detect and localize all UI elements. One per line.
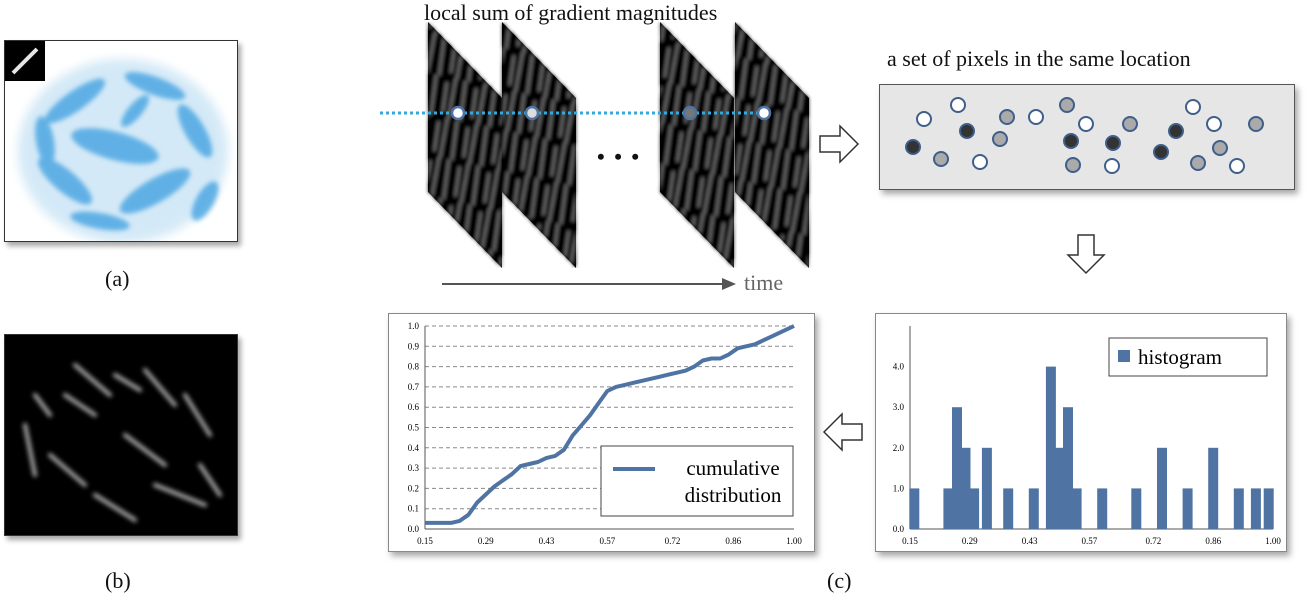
cdf-y-tick-label: 0.2 <box>408 483 419 493</box>
hist-bar <box>909 488 920 529</box>
cdf-x-tick-label: 0.57 <box>599 536 615 546</box>
hist-bar <box>981 447 992 529</box>
gradient-image-thumbnail <box>4 334 238 536</box>
hist-x-tick-label: 0.72 <box>1146 536 1162 546</box>
histogram-chart: 0.0 1.0 2.0 3.0 4.0 0.15 0.29 0.43 0.57 0.72 0.86… <box>893 326 1281 546</box>
cdf-x-tick-labels: 0.15 0.29 0.43 0.57 0.72 0.86 1.00 <box>417 536 802 546</box>
cdf-y-tick-label: 0.5 <box>408 423 420 433</box>
cdf-y-tick-label: 0.4 <box>408 443 420 453</box>
cdf-x-tick-label: 1.00 <box>786 536 802 546</box>
label-c: (c) <box>827 568 852 593</box>
time-label: time <box>744 270 784 295</box>
cdf-y-tick-label: 1.0 <box>408 321 420 331</box>
cdf-x-tick-label: 0.15 <box>417 536 433 546</box>
cdf-legend: cumulative distribution <box>600 445 794 517</box>
frame-3 <box>660 22 734 268</box>
hist-legend-swatch <box>1118 350 1130 362</box>
cdf-y-tick-label: 0.9 <box>408 341 420 351</box>
hist-y-tick-label: 3.0 <box>893 402 905 412</box>
cdf-x-tick-label: 0.86 <box>725 536 741 546</box>
hist-legend: histogram <box>1108 337 1268 377</box>
hist-x-tick-label: 0.43 <box>1022 536 1038 546</box>
hist-bar <box>1063 407 1073 529</box>
hist-x-tick-label: 0.57 <box>1081 536 1097 546</box>
hist-bar <box>969 488 980 529</box>
hollow-arrow-right-icon <box>819 124 860 164</box>
cdf-y-tick-label: 0.0 <box>408 524 420 534</box>
hist-bar <box>1054 447 1065 529</box>
hist-y-tick-label: 1.0 <box>893 483 905 493</box>
cdf-y-tick-label: 0.8 <box>408 362 420 372</box>
hist-bar <box>1045 366 1056 529</box>
hist-bar <box>952 407 962 529</box>
hist-bar <box>1003 488 1014 529</box>
hist-bar <box>1131 488 1142 529</box>
hist-bar <box>943 488 954 529</box>
pixel-set-title: a set of pixels in the same location <box>887 46 1191 71</box>
label-a: (a) <box>105 266 130 291</box>
hist-bar <box>1208 447 1219 529</box>
hist-x-tick-label: 1.00 <box>1265 536 1281 546</box>
cdf-y-tick-label: 0.7 <box>408 382 420 392</box>
cdf-x-tick-label: 0.72 <box>665 536 681 546</box>
hollow-arrow-left-icon <box>822 412 863 452</box>
hist-bar <box>1097 488 1108 529</box>
hist-bar <box>1250 488 1261 529</box>
frame-sequence <box>380 22 809 268</box>
cdf-y-tick-labels: 0.0 0.1 0.2 0.3 0.4 0.5 0.6 0.7 0.8 0.9 1.0 <box>408 321 420 534</box>
hist-bars <box>909 366 1274 529</box>
pixel-markers <box>450 105 772 121</box>
hollow-arrow-down-icon <box>1066 234 1106 275</box>
frame-2 <box>502 22 576 268</box>
hist-bar <box>1182 488 1193 529</box>
hist-y-tick-labels: 0.0 1.0 2.0 3.0 4.0 <box>893 362 905 534</box>
hist-x-tick-label: 0.15 <box>902 536 918 546</box>
hist-bar <box>1157 447 1167 529</box>
hist-y-tick-label: 2.0 <box>893 443 905 453</box>
label-b: (b) <box>105 568 131 593</box>
hist-legend-label: histogram <box>1138 345 1222 369</box>
ellipsis: • • • <box>597 144 642 169</box>
cdf-legend-line-2: distribution <box>685 483 782 507</box>
hist-bar <box>1071 488 1082 529</box>
cdf-y-tick-label: 0.3 <box>408 463 420 473</box>
hist-x-tick-label: 0.29 <box>962 536 978 546</box>
cdf-axes <box>424 326 794 530</box>
hist-bar <box>1028 488 1039 529</box>
pixel-set-panel <box>879 84 1295 190</box>
time-arrow <box>442 278 736 290</box>
pixel-dots <box>905 97 1264 174</box>
hist-x-tick-labels: 0.15 0.29 0.43 0.57 0.72 0.86 1.00 <box>902 536 1281 546</box>
hist-bar <box>1233 488 1244 529</box>
input-image-thumbnail <box>4 40 238 242</box>
hist-x-tick-label: 0.86 <box>1205 536 1221 546</box>
gradient-magnitude-image <box>23 363 222 522</box>
cdf-legend-line-1: cumulative <box>686 456 779 480</box>
cdf-series-line <box>425 324 795 525</box>
cdf-y-tick-label: 0.6 <box>408 402 420 412</box>
cdf-x-tick-label: 0.29 <box>478 536 494 546</box>
frames-title: local sum of gradient magnitudes <box>424 0 718 25</box>
frame-4 <box>735 22 809 268</box>
blurred-blue-image <box>5 41 228 241</box>
cdf-x-tick-label: 0.43 <box>539 536 555 546</box>
frame-1 <box>428 22 502 268</box>
hist-bar <box>960 447 971 529</box>
hist-bar <box>1263 488 1274 529</box>
histogram-panel: 0.0 1.0 2.0 3.0 4.0 0.15 0.29 0.43 0.57 0.72 0.86… <box>875 313 1287 552</box>
cdf-y-tick-label: 0.1 <box>408 504 419 514</box>
hist-y-tick-label: 4.0 <box>893 362 905 372</box>
hist-y-tick-label: 0.0 <box>893 524 905 534</box>
